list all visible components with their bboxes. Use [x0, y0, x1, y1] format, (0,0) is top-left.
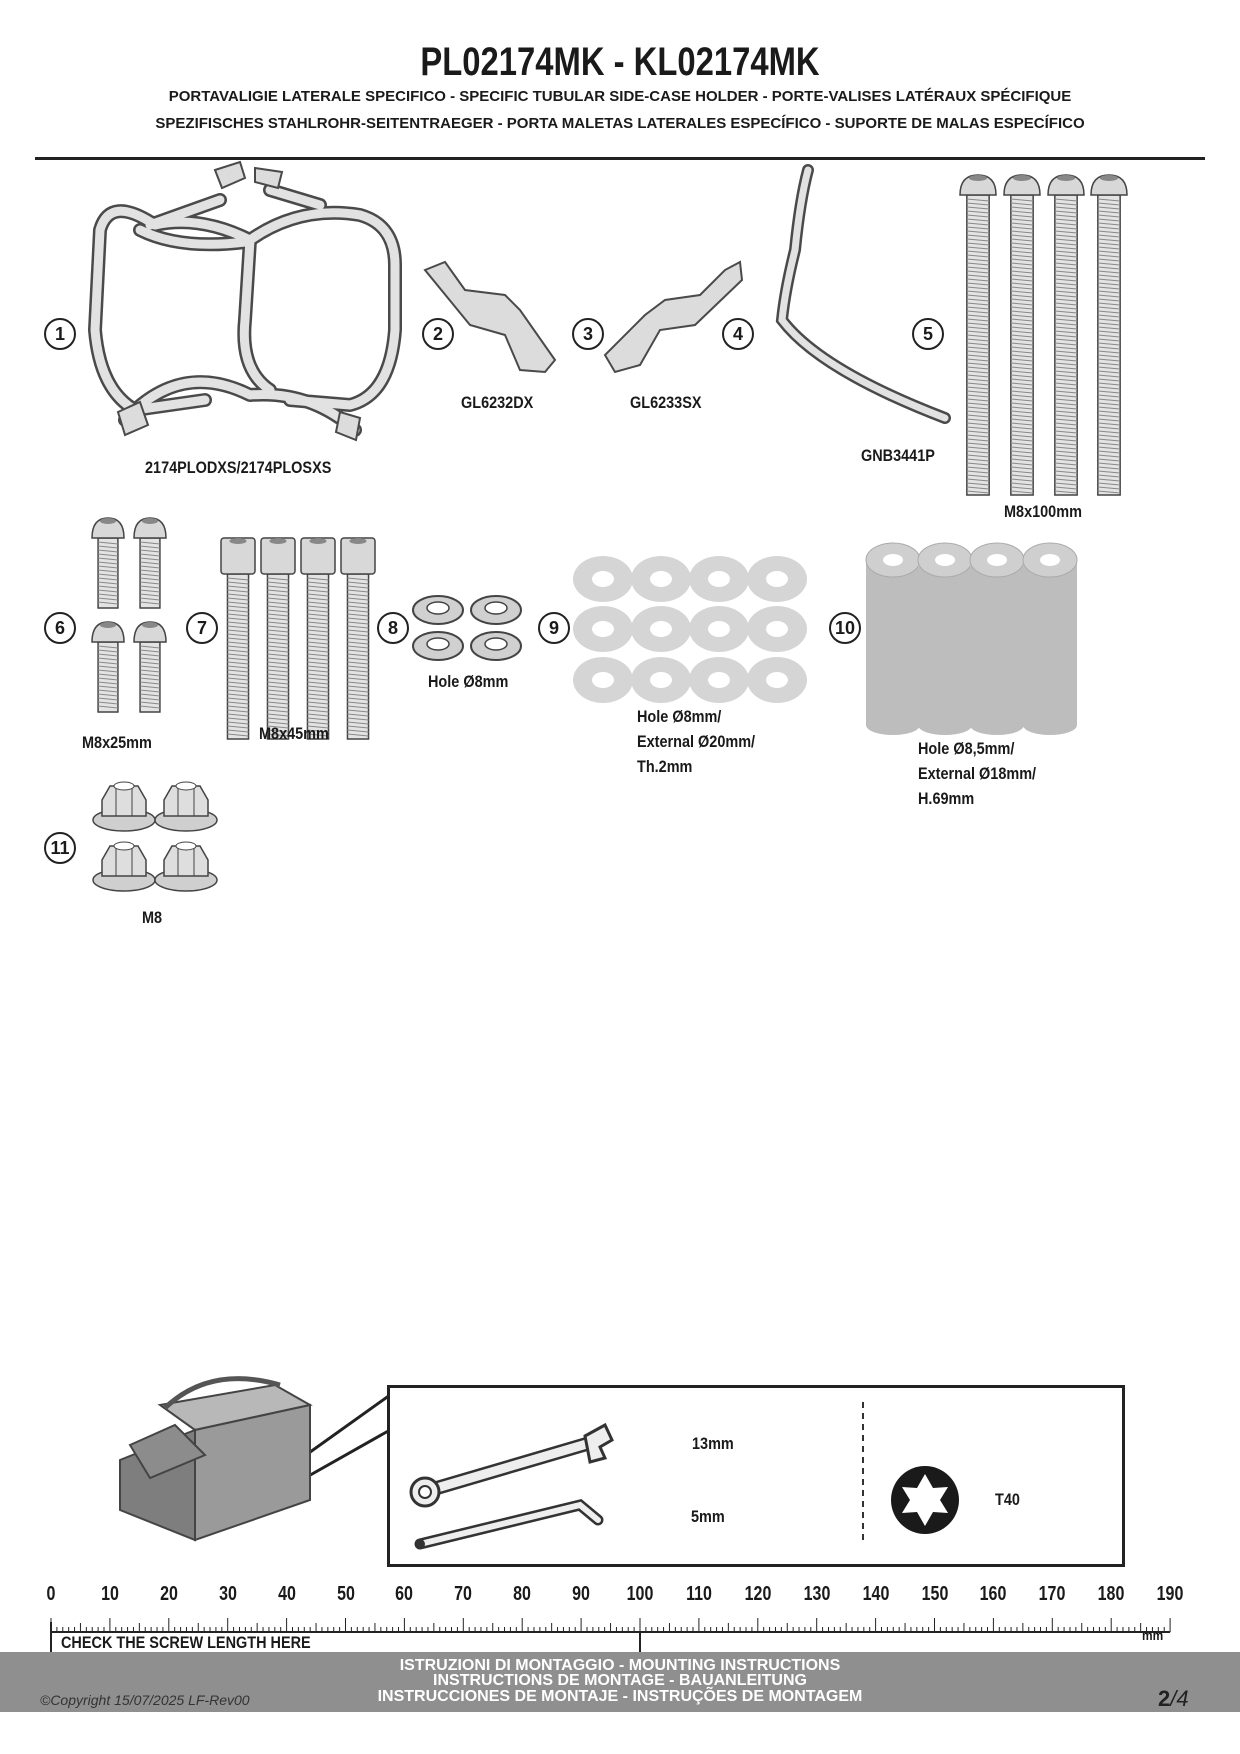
- page-total: /4: [1170, 1686, 1189, 1711]
- flat-washer: [631, 606, 691, 652]
- flange-nut: [154, 841, 218, 892]
- medium-screw: [260, 537, 296, 740]
- part-number-10: 10: [829, 612, 861, 644]
- long-screw: [959, 174, 997, 496]
- lock-washer: [412, 595, 464, 625]
- ruler-tick-label: 100: [626, 1583, 654, 1605]
- ruler-tick-label: 130: [803, 1583, 831, 1605]
- subtitle-line-2: SPEZIFISCHES STAHLROHR-SEITENTRAEGER - P…: [155, 115, 1085, 132]
- document-title: PL02174MK - KL02174MK: [420, 40, 820, 84]
- lock-washer: [412, 631, 464, 661]
- flat-washer: [747, 606, 807, 652]
- part-number-1: 1: [44, 318, 76, 350]
- flat-washer: [573, 657, 633, 703]
- ruler-tick-label: 150: [921, 1583, 948, 1605]
- flat-washer: [747, 556, 807, 602]
- ruler-tick-label: 80: [513, 1583, 532, 1605]
- flat-washer: [631, 657, 691, 703]
- medium-screw: [340, 537, 376, 740]
- ruler-tick-label: 160: [980, 1583, 1007, 1605]
- flat-washer: [747, 657, 807, 703]
- allen-size-label: 5mm: [691, 1507, 725, 1526]
- short-screw: [133, 517, 167, 609]
- long-screw: [1003, 174, 1041, 496]
- spacer: [865, 542, 921, 735]
- ruler-tick-label: 190: [1156, 1583, 1184, 1605]
- short-screw: [133, 621, 167, 713]
- ruler-tick-label: 60: [395, 1583, 414, 1605]
- part-number-3: 3: [572, 318, 604, 350]
- part-label-11: M8: [142, 908, 163, 927]
- ruler-tick-label: 10: [100, 1583, 119, 1605]
- long-screw: [1047, 174, 1085, 496]
- ruler-tick-label: 20: [159, 1583, 178, 1605]
- part-number-9: 9: [538, 612, 570, 644]
- part-label-5: M8x100mm: [1004, 502, 1082, 521]
- part-number-7: 7: [186, 612, 218, 644]
- ruler-tick-label: 0: [46, 1583, 56, 1605]
- flat-washer: [573, 556, 633, 602]
- header-rule: [35, 157, 1205, 160]
- lock-washer: [470, 595, 522, 625]
- flat-washer: [689, 606, 749, 652]
- ruler-tick-label: 90: [572, 1583, 590, 1605]
- part-label-2: GL6232DX: [461, 393, 534, 412]
- subtitle-line-1: PORTAVALIGIE LATERALE SPECIFICO - SPECIF…: [168, 88, 1072, 105]
- footer-bar: [0, 1652, 1240, 1712]
- short-screw: [91, 621, 125, 713]
- part-number-11: 11: [44, 832, 76, 864]
- footer-line-1: ISTRUZIONI DI MONTAGGIO - MOUNTING INSTR…: [399, 1657, 841, 1674]
- flange-nut: [154, 781, 218, 832]
- part-number-8: 8: [377, 612, 409, 644]
- part-label-10: Hole Ø8,5mm/ External Ø18mm/ H.69mm: [918, 739, 1037, 808]
- torx-size-label: T40: [995, 1490, 1020, 1509]
- ruler-tick-label: 140: [862, 1583, 889, 1605]
- flat-washer: [689, 556, 749, 602]
- short-screw: [91, 517, 125, 609]
- ruler-tick-label: 180: [1097, 1583, 1125, 1605]
- flat-washer: [689, 657, 749, 703]
- ruler-unit: mm: [1142, 1627, 1164, 1643]
- flange-nut: [92, 841, 156, 892]
- spacer: [969, 542, 1025, 735]
- part-label-7: M8x45mm: [259, 724, 329, 743]
- ruler-tick-label: 40: [277, 1583, 296, 1605]
- ruler-tick-label: 120: [744, 1583, 772, 1605]
- part-label-6: M8x25mm: [82, 733, 152, 752]
- long-screw: [1090, 174, 1128, 496]
- part-number-5: 5: [912, 318, 944, 350]
- part-label-9: Hole Ø8mm/ External Ø20mm/ Th.2mm: [637, 707, 756, 776]
- footer-line-3: INSTRUCCIONES DE MONTAJE - INSTRUÇÕES DE…: [377, 1688, 863, 1705]
- part-number-2: 2: [422, 318, 454, 350]
- spacer: [917, 542, 973, 735]
- part-label-3: GL6233SX: [630, 393, 702, 412]
- medium-screw: [220, 537, 256, 740]
- medium-screw: [300, 537, 336, 740]
- lock-washer: [470, 631, 522, 661]
- spacer: [1022, 542, 1078, 735]
- part-number-4: 4: [722, 318, 754, 350]
- wrench-size-label: 13mm: [692, 1434, 734, 1453]
- page-number: 2/4: [1158, 1686, 1189, 1712]
- ruler-caption: CHECK THE SCREW LENGTH HERE: [61, 1633, 311, 1652]
- flat-washer: [573, 606, 633, 652]
- flange-nut: [92, 781, 156, 832]
- part-label-1: 2174PLODXS/2174PLOSXS: [145, 458, 332, 477]
- copyright-text: ©Copyright 15/07/2025 LF-Rev00: [40, 1692, 250, 1708]
- ruler-tick-label: 30: [218, 1583, 237, 1605]
- part-label-8: Hole Ø8mm: [428, 672, 509, 691]
- footer-line-2: INSTRUCTIONS DE MONTAGE - BAUANLEITUNG: [433, 1672, 807, 1689]
- tools-panel: [387, 1385, 1125, 1567]
- ruler-tick-label: 70: [454, 1583, 473, 1605]
- page-current: 2: [1158, 1686, 1171, 1711]
- part-number-6: 6: [44, 612, 76, 644]
- flat-washer: [631, 556, 691, 602]
- ruler-tick-label: 170: [1038, 1583, 1066, 1605]
- ruler-tick-label: 50: [336, 1583, 355, 1605]
- part-label-4: GNB3441P: [861, 446, 935, 465]
- ruler-tick-label: 110: [685, 1583, 712, 1605]
